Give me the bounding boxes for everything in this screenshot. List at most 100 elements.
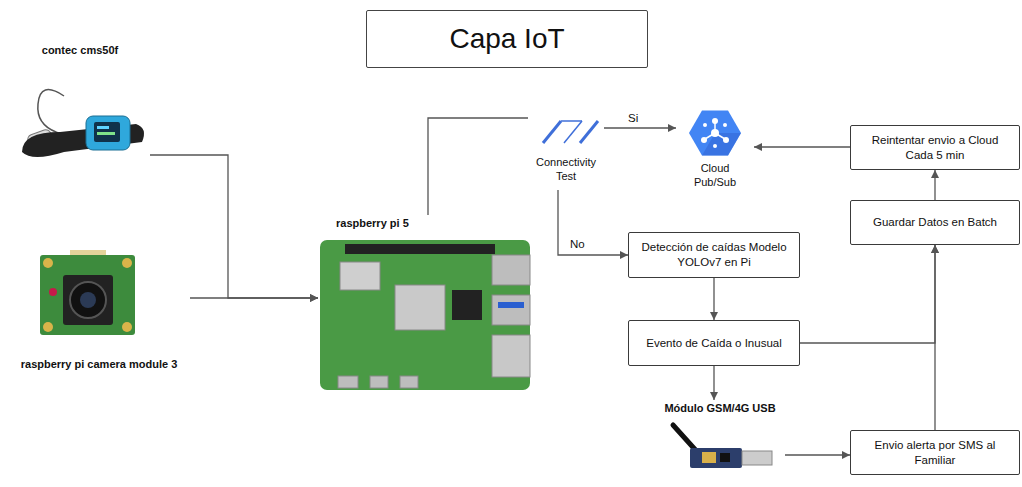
connector (428, 118, 528, 215)
ethernet-port (492, 335, 530, 377)
screen-bar (97, 132, 115, 135)
box-label: Detección de caídas Modelo YOLOv7 en Pi (637, 240, 791, 270)
connector (934, 245, 935, 430)
decision-node: Connectivity Test (528, 108, 604, 190)
diagram-title: Capa IoT (449, 23, 564, 55)
box-label: Envio alerta por SMS al Familiar (859, 438, 1011, 468)
symbol-stroke (561, 120, 582, 122)
hexagon (689, 111, 741, 156)
hdmi-port (400, 376, 418, 388)
hdmi-port (370, 376, 388, 388)
connector (604, 127, 676, 128)
arrowhead (931, 245, 939, 253)
usb-port (492, 295, 530, 325)
pubsub-icon (689, 111, 741, 156)
raspberry-pi-board (320, 240, 530, 390)
box-text-group: Evento de Caída o Inusual (646, 336, 782, 351)
arrowhead (754, 143, 762, 151)
box-text-group: Envio alerta por SMS al Familiar (859, 438, 1011, 468)
camera-module (40, 250, 135, 335)
usb-port (492, 255, 530, 285)
gsm-board (690, 448, 742, 468)
hexagon-shade (702, 133, 741, 156)
network-dot (723, 123, 727, 127)
chip (340, 262, 380, 290)
connectivity-symbol (543, 121, 598, 143)
arrowhead (310, 294, 318, 302)
process-box: Guardar Datos en Batch (850, 200, 1020, 245)
box-label: Guardar Datos en Batch (873, 215, 997, 230)
box-text-group: Detección de caídas Modelo YOLOv7 en Pi (637, 240, 791, 270)
gsm-usb-module (673, 425, 772, 468)
mount-hole (122, 322, 132, 332)
device-node: contec cms50f (10, 42, 150, 172)
process-box: Evento de Caída o Inusual (628, 320, 800, 366)
mount-hole (43, 258, 53, 268)
network-dot (703, 123, 707, 127)
arrowhead (620, 251, 628, 259)
connector (785, 454, 850, 455)
screen-bar (97, 126, 109, 129)
arrowhead (710, 312, 718, 320)
connector (558, 190, 628, 255)
symbol-stroke (564, 121, 582, 143)
process-box: Reintentar envio a Cloud Cada 5 min (850, 125, 1020, 170)
connector (800, 245, 935, 343)
usb-plug (742, 451, 772, 465)
box-label: Reintentar envio a Cloud Cada 5 min (859, 133, 1011, 163)
symbol-stroke (580, 121, 598, 143)
chip (720, 453, 730, 462)
power-port (338, 376, 358, 388)
camera-pcb (40, 255, 135, 335)
lens-glass (80, 292, 96, 308)
mount-hole (43, 322, 53, 332)
device-label: raspberry pi camera module 3 (8, 358, 190, 372)
lens (70, 282, 106, 318)
box-text-group: Guardar Datos en Batch (873, 215, 997, 230)
usb-insert (498, 302, 524, 308)
watch-screen (94, 122, 120, 142)
device-node: raspberry pi camera module 3 (8, 250, 190, 378)
process-box: Envio alerta por SMS al Familiar (850, 430, 1020, 475)
network-dot (701, 137, 707, 143)
sim-slot (702, 452, 716, 463)
arrowhead (710, 392, 718, 400)
edge-label: Si (626, 112, 640, 126)
symbol-stroke (543, 121, 561, 143)
device-label: Connectivity Test (528, 156, 604, 184)
cloud-node: Cloud Pub/Sub (676, 102, 754, 196)
arrowhead (310, 294, 318, 302)
device-node: Módulo GSM/4G USB (655, 400, 785, 480)
device-label: raspberry pi 5 (336, 217, 532, 231)
watch-body (86, 116, 130, 150)
arrowhead (931, 245, 939, 253)
gpio-header (345, 244, 495, 254)
arrowhead (668, 124, 676, 132)
lens-housing (63, 275, 113, 325)
device-label: Módulo GSM/4G USB (655, 402, 785, 416)
title-box: Capa IoT (366, 10, 648, 68)
process-box: Detección de caídas Modelo YOLOv7 en Pi (628, 232, 800, 278)
device-label: contec cms50f (10, 44, 150, 58)
pi-pcb (320, 240, 530, 390)
mount-hole (122, 258, 132, 268)
logo (49, 288, 57, 296)
connector (150, 155, 318, 298)
network-dot (713, 144, 717, 148)
network-dot (711, 129, 719, 137)
device-label: Cloud Pub/Sub (687, 162, 743, 190)
chip (452, 290, 482, 320)
network-dot (723, 137, 729, 143)
network-dot (712, 118, 718, 124)
arrowhead (931, 170, 939, 178)
box-text-group: Reintentar envio a Cloud Cada 5 min (859, 133, 1011, 163)
edge-label: No (568, 238, 587, 252)
arrowhead (842, 451, 850, 459)
soc-chip (395, 285, 445, 330)
device-node: raspberry pi 5 (318, 215, 532, 392)
pulse-oximeter-watch (22, 90, 144, 157)
sensor-cable (38, 90, 64, 132)
connector (754, 146, 850, 147)
box-label: Evento de Caída o Inusual (646, 336, 782, 351)
